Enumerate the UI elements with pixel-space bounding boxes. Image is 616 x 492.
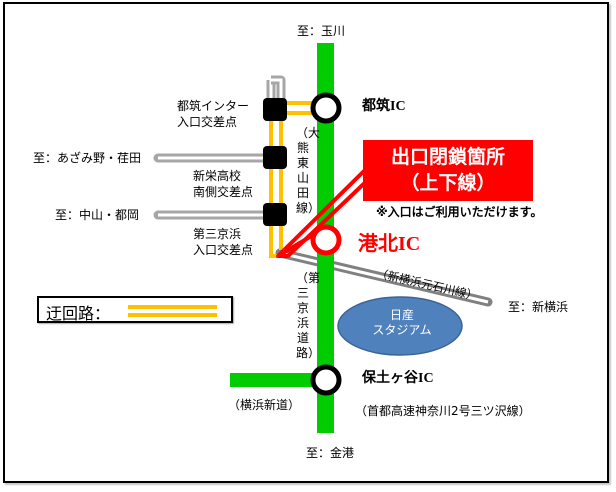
expressway-yokohama-shindo — [230, 373, 330, 387]
closure-callout: 出口閉鎖箇所 （上下線） — [363, 140, 533, 201]
legend-label: 迂回路： — [46, 304, 111, 323]
stadium-label-line1: 日産 — [389, 308, 414, 322]
nissan-stadium[interactable] — [337, 296, 463, 356]
road-name-yokohama-shindo: （横浜新道） — [228, 398, 301, 412]
label-daisan-1: 第三京浜 — [193, 227, 242, 241]
destination-north: 至：玉川 — [297, 24, 346, 38]
label-hodogaya-ic: 保土ヶ谷IC — [362, 371, 434, 386]
local-roads — [153, 75, 493, 307]
stadium-label-line2: スタジアム — [372, 323, 432, 337]
road-name-okuma-higashiyamada: （大熊東山田線） — [296, 126, 321, 215]
label-kohoku-ic: 港北IC — [358, 233, 421, 255]
label-shinei-2: 南側交差点 — [193, 185, 254, 199]
closure-direction: （上下線） — [400, 172, 496, 194]
label-tsuzuki-inter-1: 都筑インター — [177, 99, 250, 113]
label-daisan-2: 入口交差点 — [193, 243, 254, 257]
intersection-daisan[interactable] — [263, 203, 287, 226]
intersection-tsuzuki-inter[interactable] — [263, 98, 287, 121]
legend: 迂回路： — [37, 296, 233, 323]
road-name-daisan-keihin: （第三京浜道路） — [296, 271, 321, 360]
interchange-hodogaya[interactable] — [310, 364, 342, 396]
destination-nakayama: 至：中山・都岡 — [55, 208, 140, 222]
map-frame — [3, 2, 609, 483]
stadium-label: 日産 スタジアム — [338, 308, 466, 338]
destination-shinyokohama: 至：新横浜 — [508, 300, 569, 314]
closure-title: 出口閉鎖箇所 — [390, 146, 505, 168]
interchange-tsuzuki[interactable] — [310, 92, 342, 124]
legend-detour-line-bottom — [128, 313, 217, 317]
interchange-kohoku[interactable] — [310, 224, 342, 256]
detour-line-left — [269, 108, 278, 258]
closure-note: ※入口はご利用いただけます。 — [376, 205, 543, 219]
label-tsuzuki-ic: 都筑IC — [362, 99, 406, 114]
destination-south: 至：金港 — [306, 446, 355, 460]
road-name-shuto-mitsuzawa: （首都高速神奈川2号三ツ沢線） — [355, 404, 531, 418]
intersection-shinei[interactable] — [263, 146, 287, 169]
destination-azamino: 至：あざみ野・荏田 — [33, 151, 142, 165]
label-shinei-1: 新栄高校 — [193, 169, 242, 183]
label-tsuzuki-inter-2: 入口交差点 — [177, 115, 238, 129]
legend-detour-line-top — [128, 305, 217, 309]
